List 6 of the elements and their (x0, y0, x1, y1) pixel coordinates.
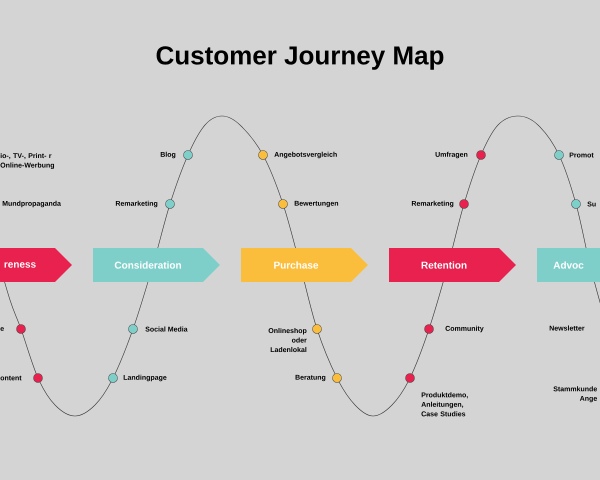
stage-banner: Purchase (241, 248, 368, 282)
stage-banner: Retention (389, 248, 516, 282)
title: Customer Journey Map (156, 46, 444, 70)
stage-banner: Consideration (93, 248, 220, 282)
stage-banner: reness (0, 248, 72, 282)
stage-banner: Advoc (537, 248, 600, 282)
